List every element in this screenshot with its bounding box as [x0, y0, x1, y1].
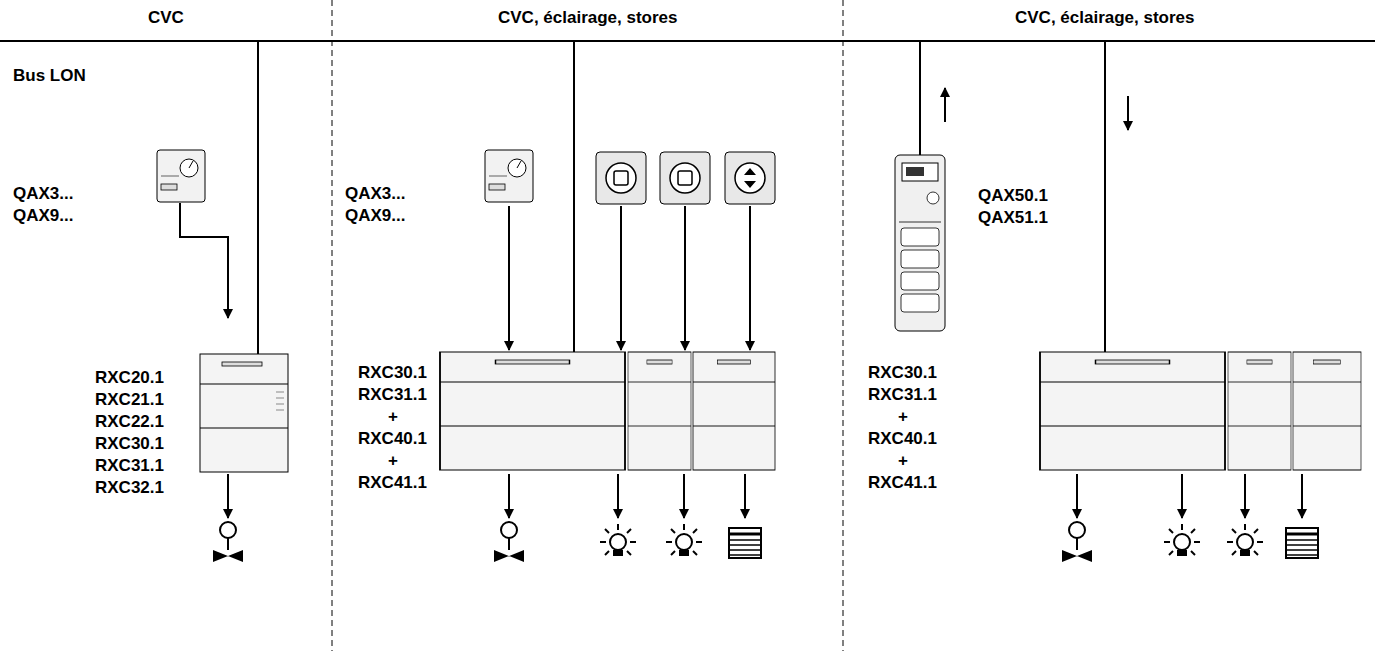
controller-model: RXC31.1 — [358, 385, 427, 405]
device-model: QAX50.1 — [978, 186, 1048, 206]
controller-model: RXC32.1 — [95, 478, 164, 498]
controller-model: RXC22.1 — [95, 412, 164, 432]
controller-model: RXC21.1 — [95, 390, 164, 410]
bus-label: Bus LON — [13, 66, 86, 86]
device-model: QAX51.1 — [978, 208, 1048, 228]
device-model: QAX3... — [13, 184, 73, 204]
controller-model: RXC40.1 — [358, 429, 427, 449]
plus-sign: + — [898, 451, 908, 471]
controller-model: RXC41.1 — [358, 473, 427, 493]
column-header: CVC, éclairage, stores — [498, 8, 678, 28]
controller-model: RXC30.1 — [358, 363, 427, 383]
plus-sign: + — [898, 407, 908, 427]
controller-model: RXC31.1 — [868, 385, 937, 405]
column-header: CVC, éclairage, stores — [1015, 8, 1195, 28]
controller-model: RXC30.1 — [95, 434, 164, 454]
device-model: QAX9... — [13, 206, 73, 226]
controller-model: RXC30.1 — [868, 363, 937, 383]
column-header: CVC — [148, 8, 184, 28]
controller-model: RXC20.1 — [95, 368, 164, 388]
device-model: QAX9... — [345, 206, 405, 226]
device-model: QAX3... — [345, 184, 405, 204]
controller-model: RXC41.1 — [868, 473, 937, 493]
controller-model: RXC31.1 — [95, 456, 164, 476]
plus-sign: + — [388, 407, 398, 427]
plus-sign: + — [388, 451, 398, 471]
controller-model: RXC40.1 — [868, 429, 937, 449]
